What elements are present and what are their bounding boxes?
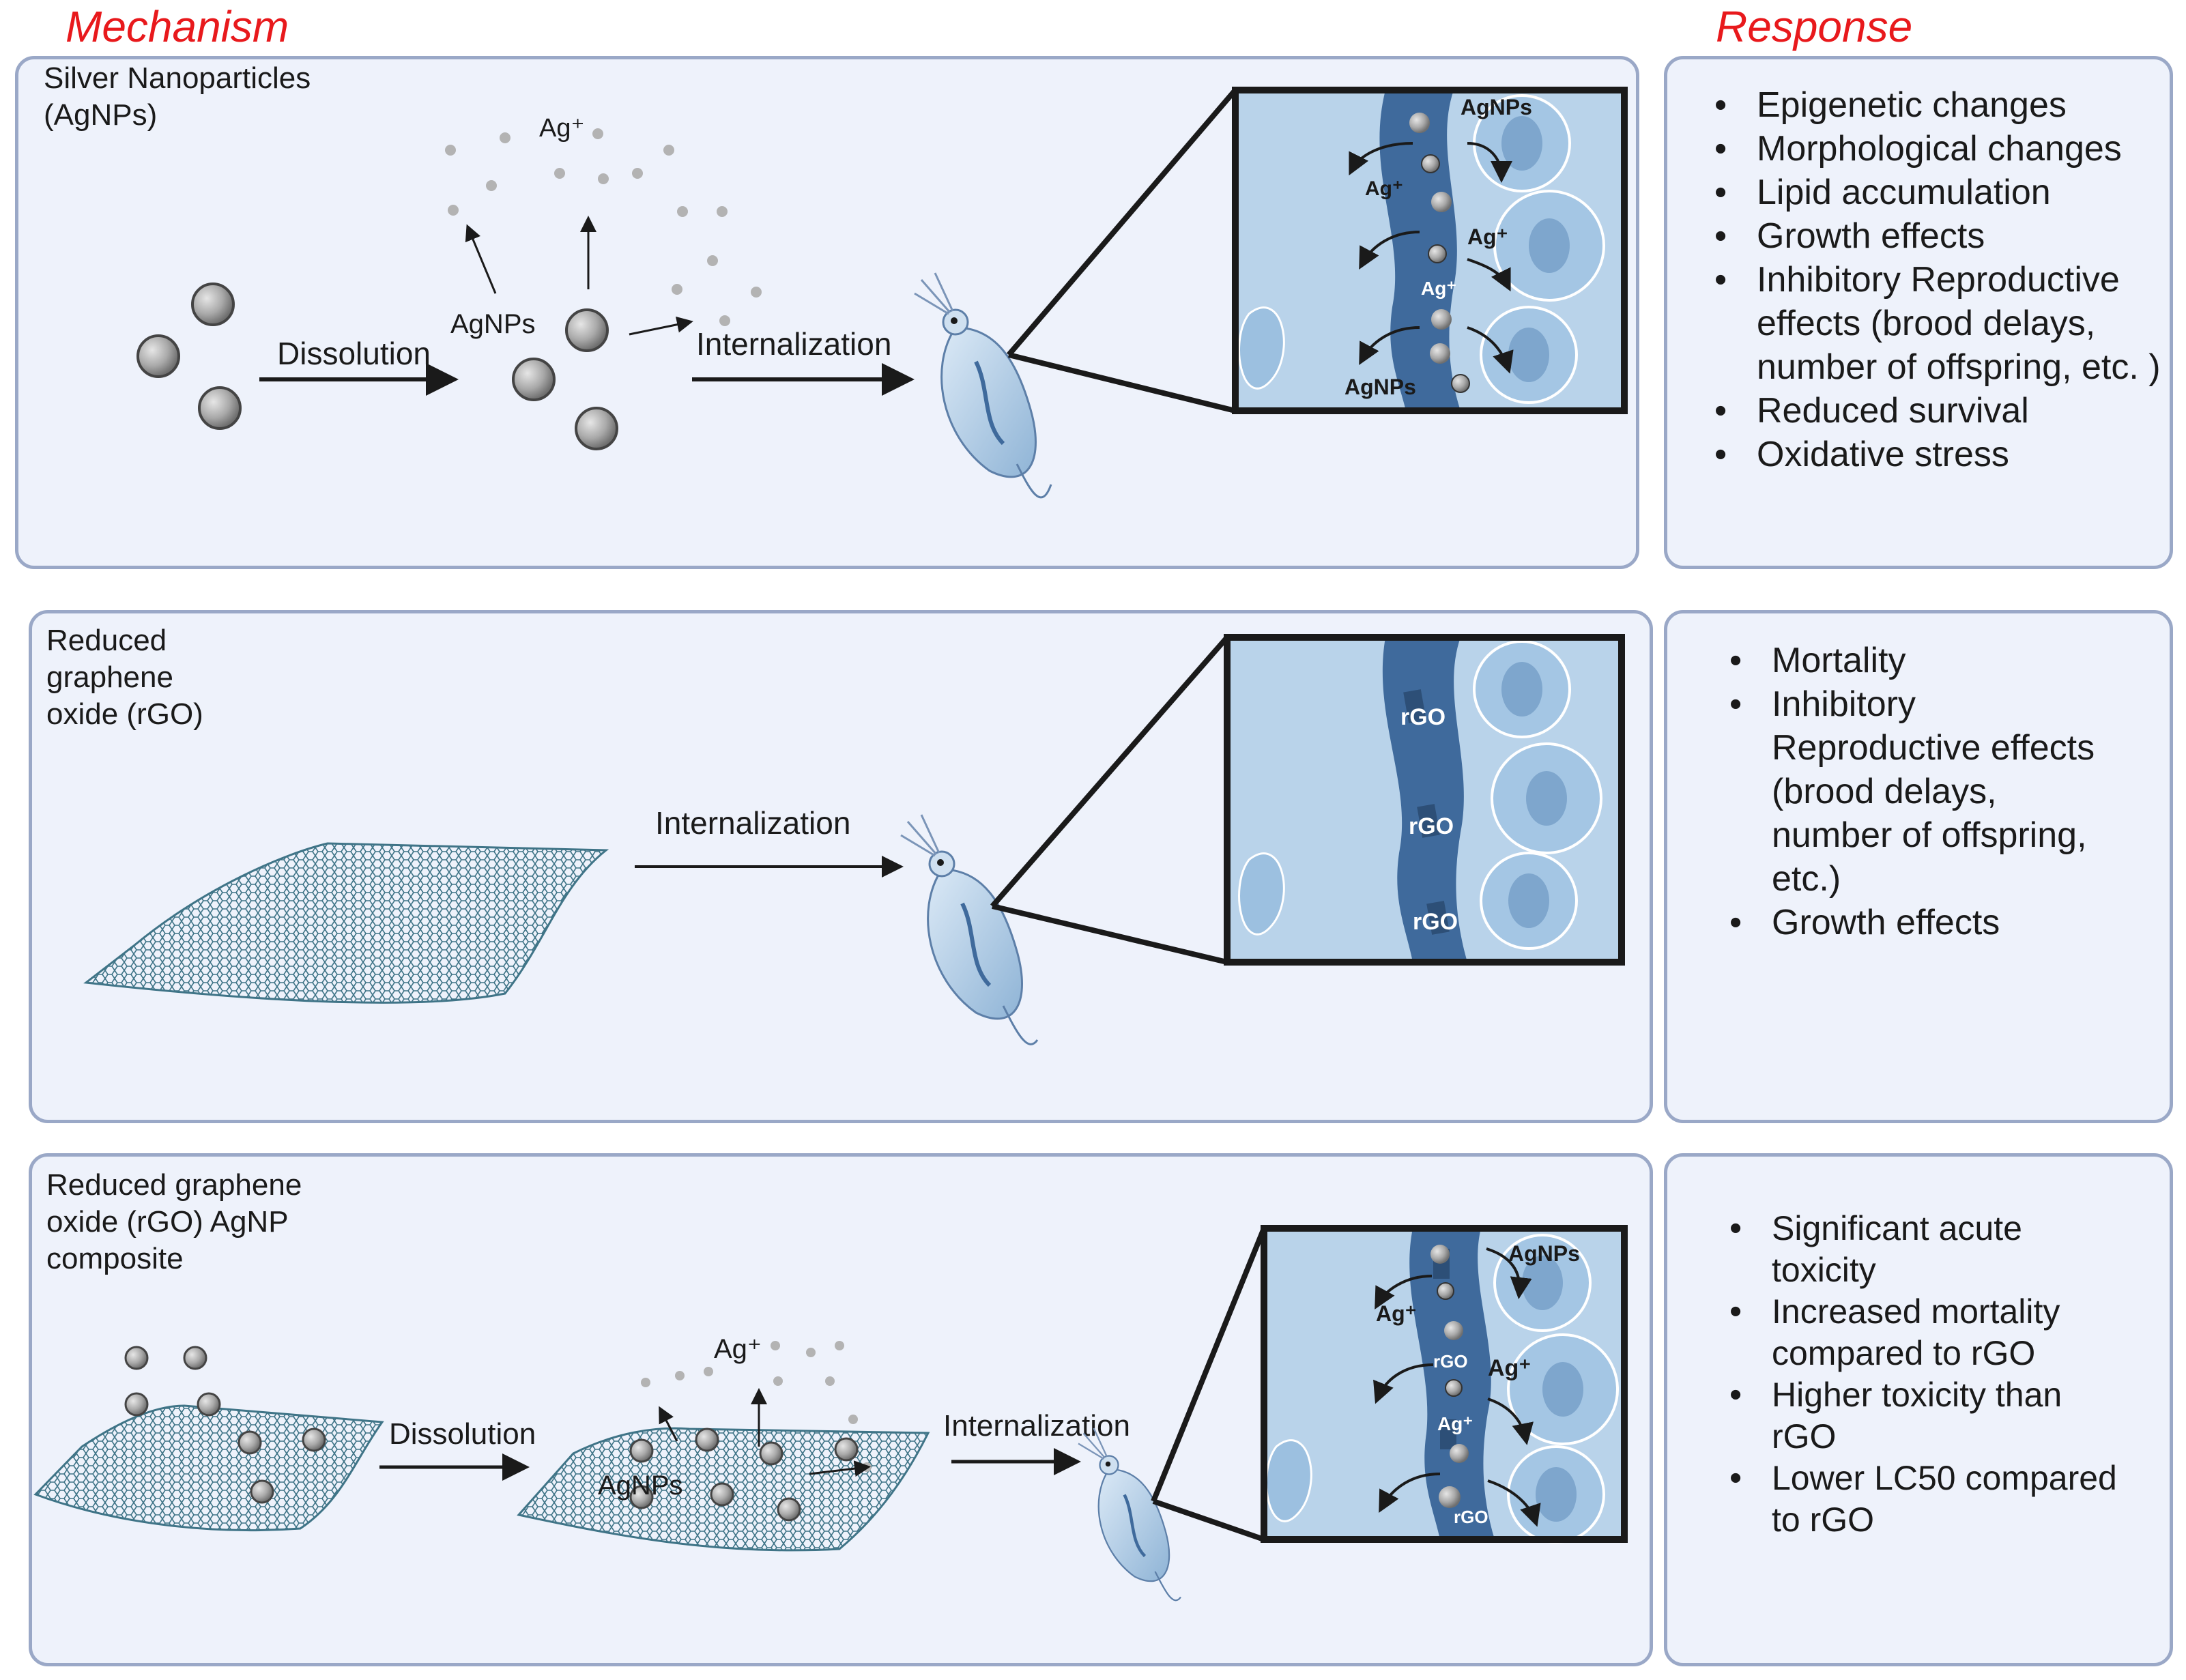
- dissolution-label: Dissolution: [389, 1417, 536, 1451]
- graphene-sheet: [83, 842, 609, 1004]
- response-item: Significant acute toxicity: [1718, 1208, 2128, 1291]
- ion-release-arrow: [629, 316, 693, 336]
- graphene-sheet-with-agnps: [33, 1346, 384, 1532]
- zoom-label: AgNPs: [1461, 95, 1532, 119]
- zoom-line: [1152, 1498, 1265, 1542]
- daphnia-illustration: [900, 814, 1039, 1045]
- agnps-label: AgNPs: [450, 309, 536, 339]
- zoom-line: [1151, 1227, 1267, 1503]
- internalization-label: Internalization: [696, 326, 891, 362]
- zoom-label: rGO: [1409, 813, 1454, 839]
- response-list-rgo: Mortality Inhibitory Reproductive effect…: [1718, 639, 2101, 944]
- zoom-line: [1006, 88, 1238, 357]
- response-list-agnps: Epigenetic changes Morphological changes…: [1703, 83, 2168, 476]
- response-header: Response: [1716, 2, 1913, 51]
- zoom-line: [1008, 352, 1236, 414]
- zoom-label: rGO: [1433, 1351, 1468, 1372]
- zoom-label: Ag⁺: [1437, 1413, 1473, 1434]
- zoom-label: rGO: [1400, 704, 1446, 730]
- zoom-label: AgNPs: [1508, 1241, 1580, 1266]
- internalization-label: Internalization: [655, 805, 850, 841]
- zoom-line: [992, 903, 1228, 965]
- agnp-cluster: [136, 283, 242, 430]
- response-item: Growth effects: [1718, 901, 2101, 944]
- mechanism-header: Mechanism: [66, 2, 289, 51]
- response-item: Reduced survival: [1703, 389, 2168, 433]
- ag-ion-label: Ag⁺: [714, 1334, 762, 1364]
- zoom-label: AgNPs: [1344, 375, 1416, 399]
- zoom-label: rGO: [1413, 909, 1458, 935]
- ag-ion-label: Ag⁺: [539, 114, 585, 143]
- zoom-label: Ag⁺: [1365, 177, 1403, 200]
- response-item: Inhibitory Reproductive effects (brood d…: [1718, 682, 2101, 901]
- agnps-label: AgNPs: [598, 1471, 683, 1501]
- daphnia-illustration: [1078, 1428, 1181, 1602]
- response-item: Oxidative stress: [1703, 433, 2168, 476]
- internalization-label: Internalization: [943, 1409, 1130, 1443]
- zoom-label: Ag⁺: [1488, 1355, 1531, 1381]
- panel1-title: Silver Nanoparticles (AgNPs): [44, 61, 311, 132]
- response-item: Increased mortality compared to rGO: [1718, 1291, 2128, 1374]
- zoom-label: rGO: [1454, 1507, 1489, 1527]
- response-item: Lipid accumulation: [1703, 171, 2168, 214]
- response-item: Mortality: [1718, 639, 2101, 682]
- response-item: Growth effects: [1703, 214, 2168, 258]
- daphnia-illustration: [914, 272, 1052, 499]
- panel3-title: Reduced graphene oxide (rGO) AgNP compos…: [46, 1168, 302, 1275]
- panel2-title: Reduced graphene oxide (rGO): [46, 624, 203, 731]
- ag-ion-dots: [445, 128, 762, 326]
- zoom-label: Ag⁺: [1421, 278, 1456, 299]
- zoom-line: [990, 635, 1230, 908]
- zoom-label: Ag⁺: [1376, 1301, 1417, 1326]
- graphene-sheet-dissolving: [517, 1341, 930, 1552]
- response-item: Higher toxicity than rGO: [1718, 1374, 2128, 1458]
- ion-release-arrow: [465, 224, 497, 294]
- zoom-box-composite: AgNPs Ag⁺ rGO Ag⁺ Ag⁺ rGO: [1261, 1225, 1628, 1544]
- dissolving-agnps: [512, 308, 618, 450]
- response-item: Epigenetic changes: [1703, 83, 2168, 127]
- response-list-composite: Significant acute toxicity Increased mor…: [1718, 1208, 2128, 1541]
- response-item: Lower LC50 compared to rGO: [1718, 1458, 2128, 1541]
- zoom-box-rgo: rGO rGO rGO: [1224, 634, 1625, 966]
- response-item: Inhibitory Reproductive effects (brood d…: [1703, 258, 2168, 389]
- zoom-label: Ag⁺: [1467, 225, 1508, 249]
- response-item: Morphological changes: [1703, 127, 2168, 171]
- zoom-box-agnps: AgNPs Ag⁺ Ag⁺ Ag⁺ AgNPs: [1232, 87, 1628, 414]
- dissolution-label: Dissolution: [277, 336, 431, 371]
